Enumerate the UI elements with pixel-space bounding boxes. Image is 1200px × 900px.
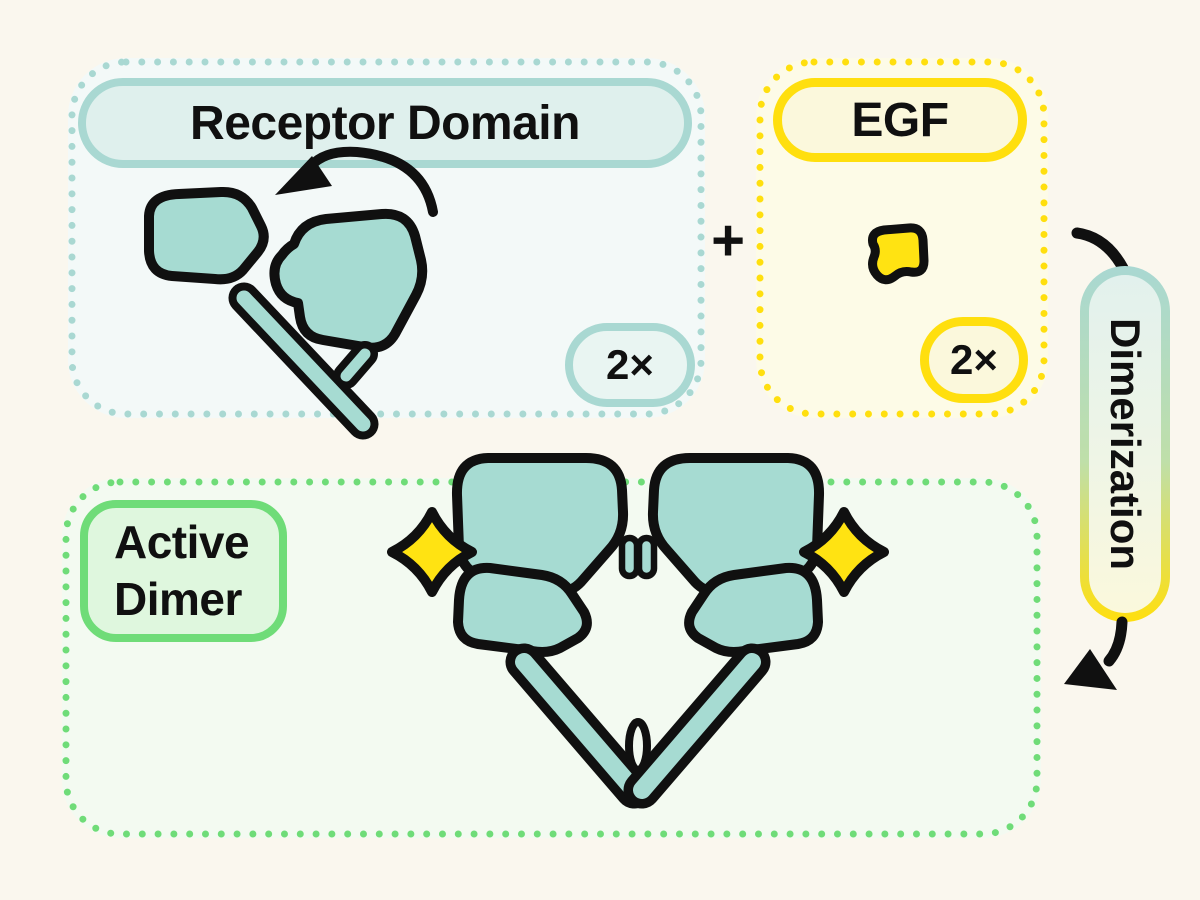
- monomer-foot: [340, 348, 371, 382]
- plus-operator: +: [711, 207, 745, 273]
- active-dimer-title-line1: Active: [114, 516, 250, 568]
- monomer-leg: [236, 290, 371, 432]
- receptor-count-text: 2×: [606, 341, 654, 388]
- receptor-domain-title: Receptor Domain: [190, 96, 580, 150]
- monomer-upper-blob: [144, 186, 269, 285]
- rotation-arrowhead: [275, 156, 332, 195]
- dimer-center-lens: [625, 718, 651, 774]
- active-dimer-title-pill: Active Dimer: [80, 500, 287, 642]
- egf-ligand-icon: [868, 223, 929, 285]
- dimerization-pill: Dimerization: [1080, 266, 1170, 622]
- flow-connector-top-icon: [1071, 227, 1129, 274]
- egf-count-badge: 2×: [920, 317, 1028, 403]
- receptor-monomer-illustration: [144, 146, 438, 440]
- flow-arrowhead: [1064, 649, 1117, 690]
- egf-panel: EGF 2×: [756, 58, 1048, 418]
- active-dimer-title-line2: Dimer: [114, 573, 242, 625]
- rotation-arrow-icon: [306, 146, 438, 217]
- egf-count-text: 2×: [950, 336, 998, 383]
- dimerization-label: Dimerization: [1102, 317, 1149, 571]
- egf-title: EGF: [851, 93, 949, 147]
- dimerization-pill-inner: Dimerization: [1089, 275, 1161, 613]
- egf-title-pill: EGF: [773, 78, 1027, 162]
- receptor-count-badge: 2×: [565, 323, 695, 407]
- monomer-right-blob: [269, 208, 428, 353]
- active-dimer-illustration: [378, 450, 898, 810]
- flow-arrow-bottom-icon: [1064, 616, 1128, 690]
